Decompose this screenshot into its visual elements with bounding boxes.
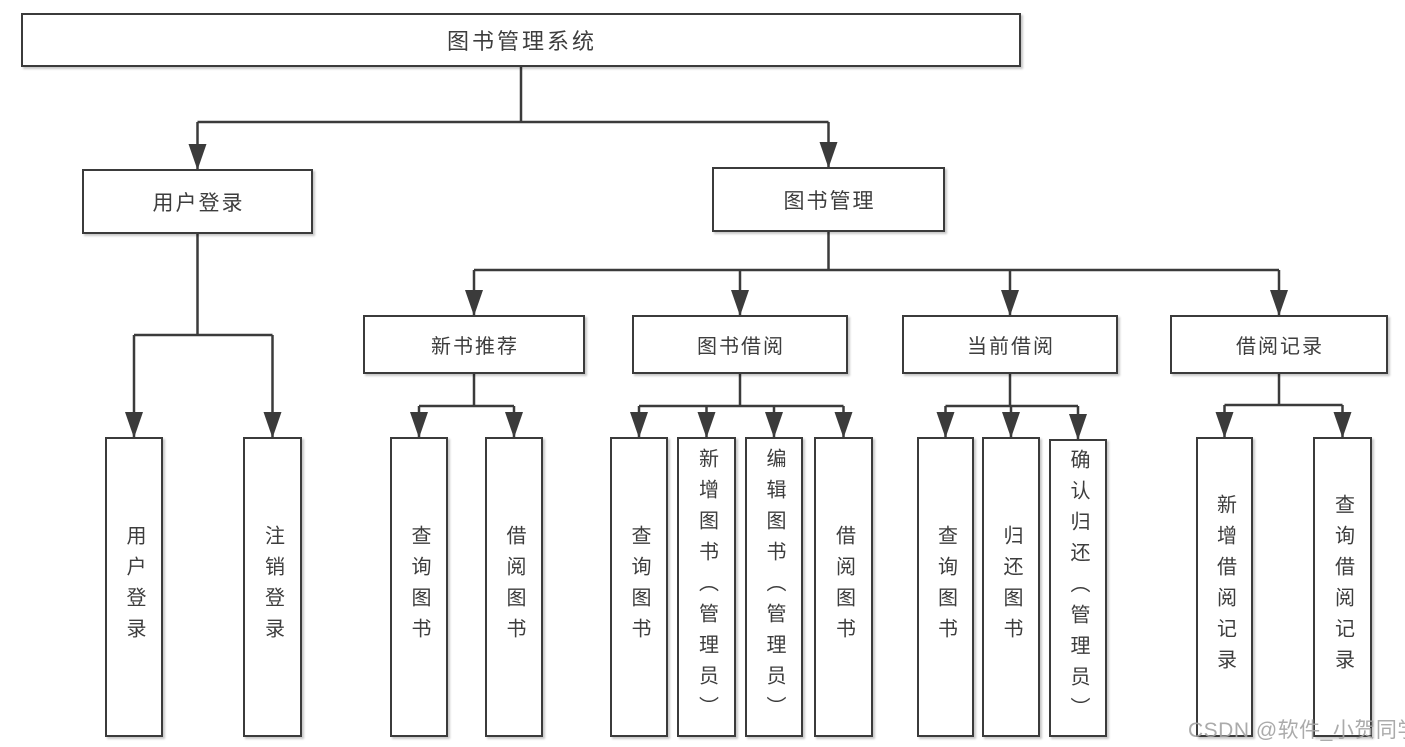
node-label: 新增图书（管理员） (695, 447, 718, 727)
node-cb-query-books: 查询图书 (917, 437, 974, 737)
node-label: 编辑图书（管理员） (763, 447, 785, 727)
node-bb-borrow-books: 借阅图书 (814, 437, 873, 737)
node-book-borrowing: 图书借阅 (632, 315, 848, 374)
node-br-query-borrow-record: 查询借阅记录 (1313, 437, 1372, 737)
node-label: 新书推荐 (431, 336, 519, 358)
node-nbr-borrow-books: 借阅图书 (485, 437, 543, 737)
node-new-book-recommendation: 新书推荐 (363, 315, 585, 374)
node-label: 新增借阅记录 (1213, 494, 1236, 680)
node-label: 图书管理系统 (446, 29, 597, 54)
node-label: 用户登录 (152, 191, 245, 215)
node-current-borrowing: 当前借阅 (902, 315, 1118, 374)
node-label: 注销登录 (261, 525, 284, 649)
node-label: 用户登录 (123, 525, 145, 649)
node-bb-edit-books-admin: 编辑图书（管理员） (745, 437, 803, 737)
node-label: 图书管理 (783, 189, 876, 213)
node-book-management: 图书管理 (712, 167, 945, 232)
node-label: 查询图书 (934, 525, 957, 649)
node-br-add-borrow-record: 新增借阅记录 (1196, 437, 1253, 737)
node-bb-add-books-admin: 新增图书（管理员） (677, 437, 736, 737)
node-label: 查询图书 (408, 525, 430, 649)
node-cb-return-books: 归还图书 (982, 437, 1040, 737)
node-label: 借阅图书 (832, 525, 855, 649)
node-label: 确认归还（管理员） (1067, 448, 1089, 728)
node-borrowing-records: 借阅记录 (1170, 315, 1388, 374)
node-label: 当前借阅 (967, 336, 1055, 358)
node-label: 归还图书 (1000, 525, 1022, 649)
node-cb-confirm-return-admin: 确认归还（管理员） (1049, 439, 1107, 737)
node-library-management-system: 图书管理系统 (21, 13, 1021, 67)
node-nbr-query-books: 查询图书 (390, 437, 448, 737)
node-label: 查询图书 (628, 525, 650, 649)
node-user-login-leaf: 用户登录 (105, 437, 163, 737)
node-label: 图书借阅 (697, 336, 785, 358)
node-label: 查询借阅记录 (1331, 494, 1354, 680)
node-user-login: 用户登录 (82, 169, 313, 234)
csdn-watermark: CSDN @软件_小贺同学 (1188, 719, 1405, 742)
node-bb-query-books: 查询图书 (610, 437, 668, 737)
node-logout: 注销登录 (243, 437, 302, 737)
node-label: 借阅记录 (1236, 336, 1324, 358)
node-label: 借阅图书 (503, 525, 525, 649)
